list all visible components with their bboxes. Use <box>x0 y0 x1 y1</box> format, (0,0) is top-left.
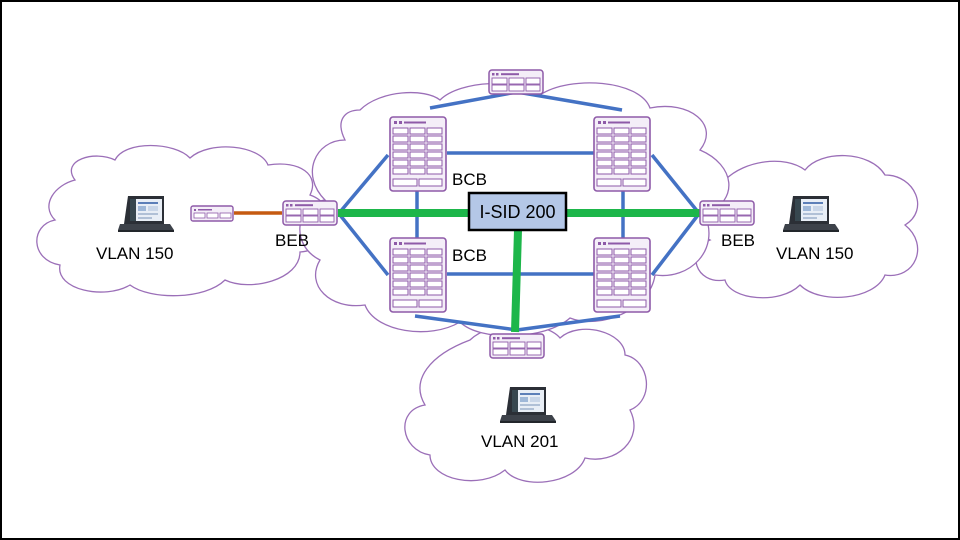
vlan-left-label: VLAN 150 <box>96 244 174 263</box>
beb-switch-left <box>282 200 338 226</box>
bcb-switch-bottom-right <box>593 237 651 313</box>
bcb-bottom-label: BCB <box>452 246 487 265</box>
vlan-right-label: VLAN 150 <box>776 244 854 263</box>
core-switch-bottom <box>489 333 545 359</box>
link-beb-right-to-bcb-bottom <box>650 213 700 277</box>
vlan-bottom-label: VLAN 201 <box>481 432 559 451</box>
bcb-switch-bottom-left <box>389 237 447 313</box>
link-bottom-switch-left <box>414 314 518 332</box>
bcb-switch-top-right <box>593 116 651 192</box>
link-bottom-switch-right <box>516 314 621 332</box>
bcb-top-label: BCB <box>452 170 487 189</box>
link-top-switch-right <box>516 90 623 112</box>
link-beb-right-to-bcb-top <box>650 153 700 214</box>
left-vlan-cloud <box>36 144 331 297</box>
backbone-links <box>338 90 700 332</box>
beb-right-label: BEB <box>721 231 755 250</box>
core-switch-top <box>488 69 544 95</box>
bcb-switch-top-left <box>389 116 447 192</box>
link-beb-left-to-bcb-bottom <box>338 213 390 277</box>
link-beb-left-to-bcb-top <box>338 153 390 214</box>
beb-left-label: BEB <box>275 231 309 250</box>
beb-switch-right <box>699 200 755 226</box>
isid-service-box <box>467 191 568 232</box>
access-switch-left <box>190 205 234 222</box>
isid-service-path <box>338 209 700 333</box>
isid-label: I-SID 200 <box>479 202 555 222</box>
